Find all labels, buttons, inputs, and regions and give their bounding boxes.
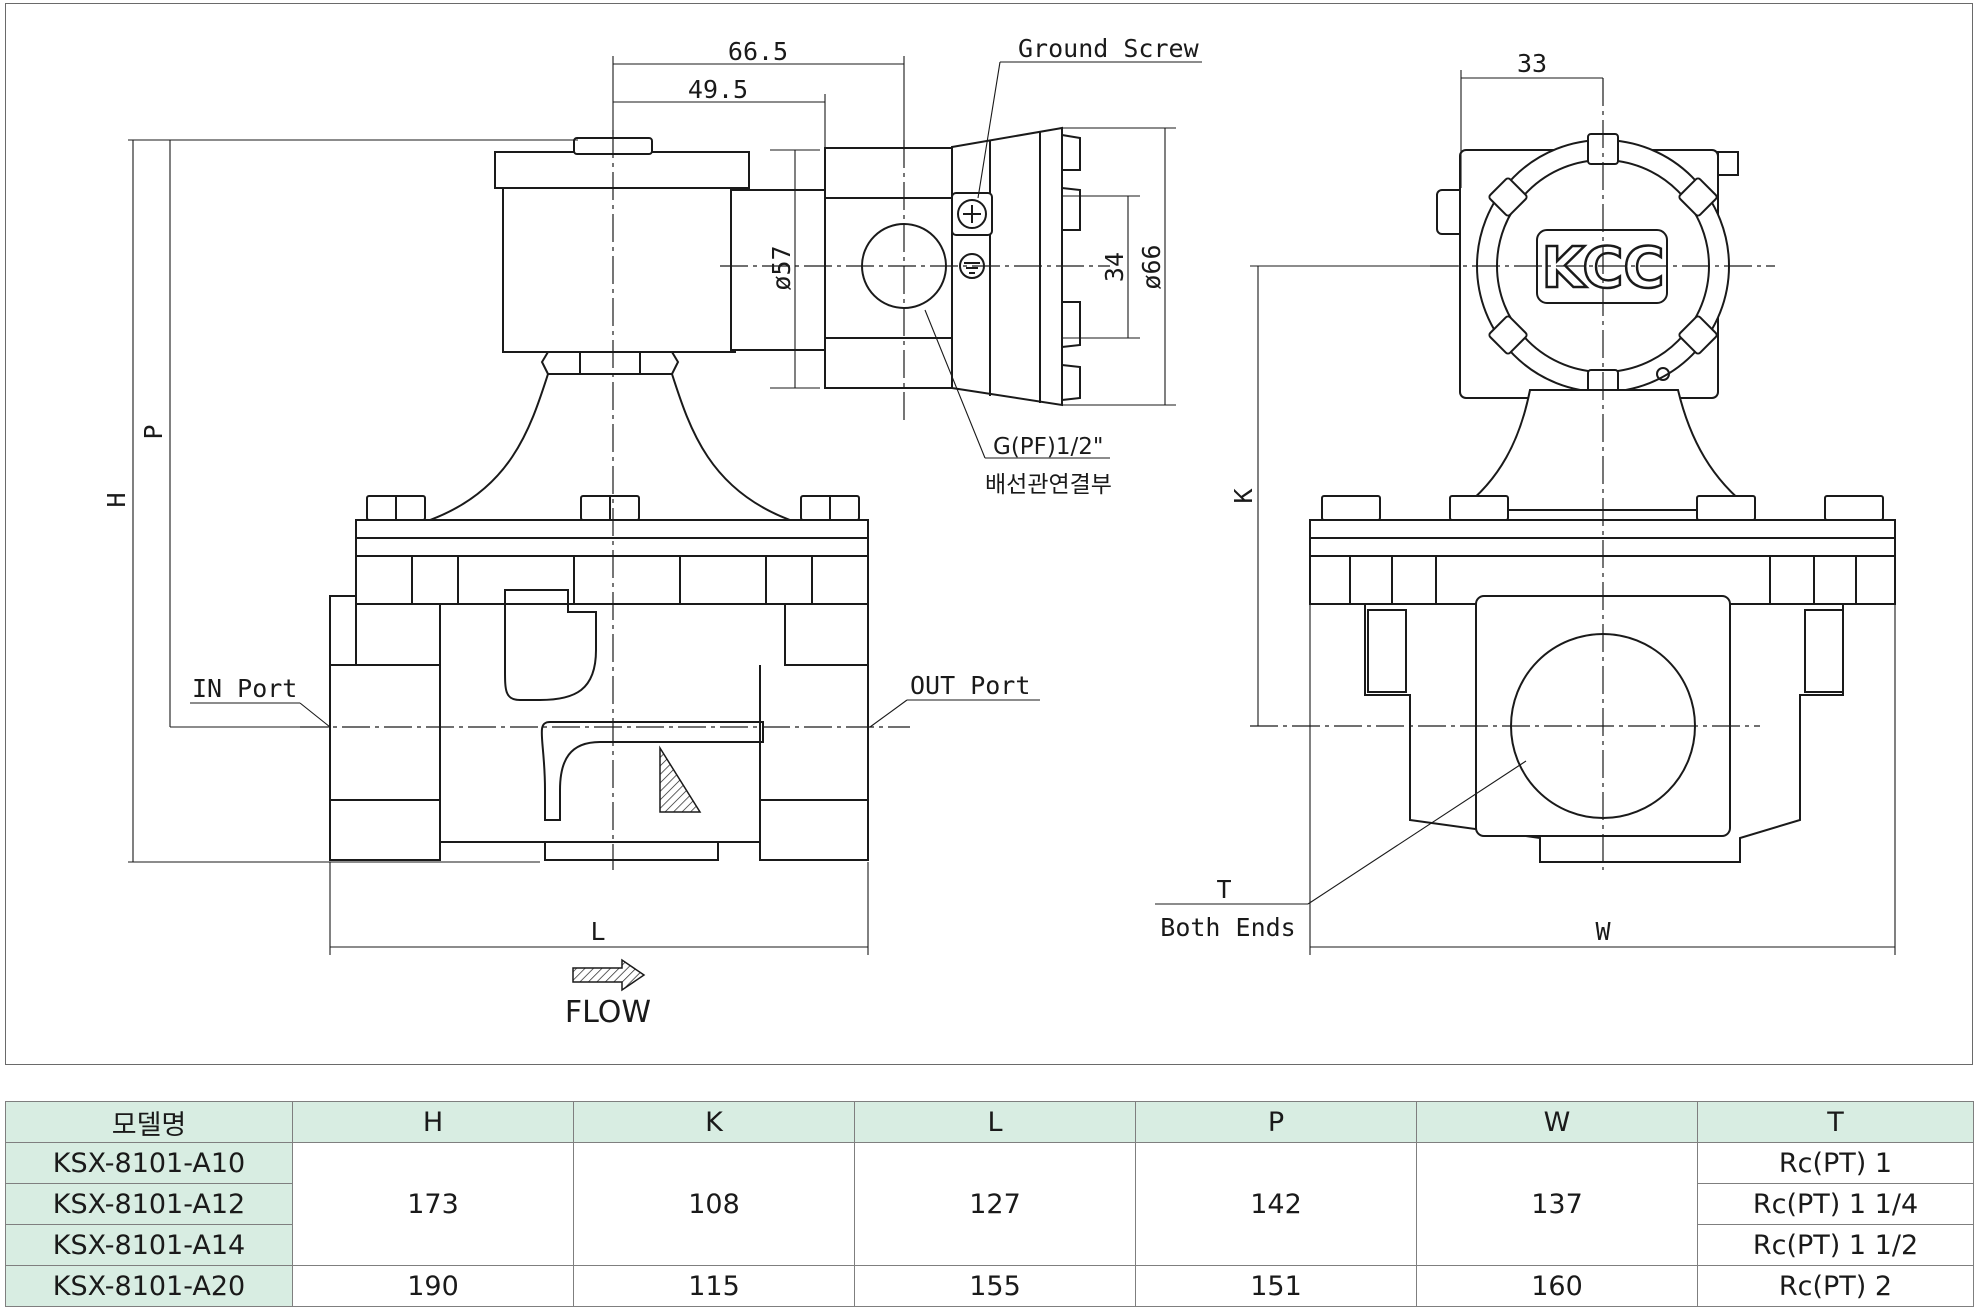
table-row: KSX-8101-A14 Rc(PT) 1 1/2 xyxy=(5,1224,1974,1266)
table-row: KSX-8101-A10 173 108 127 142 137 Rc(PT) … xyxy=(5,1142,1974,1266)
l-cell: 155 xyxy=(854,1265,1136,1307)
dim-k: K xyxy=(1229,488,1258,503)
dim-h: H xyxy=(102,492,131,507)
header-model: 모델명 xyxy=(5,1101,293,1143)
k-cell: 115 xyxy=(573,1265,855,1307)
conduit-note-label: 배선관연결부 xyxy=(985,472,1112,498)
dim-33: 33 xyxy=(1517,49,1547,78)
w-cell: 137 xyxy=(1416,1142,1698,1266)
model-cell: KSX-8101-A10 xyxy=(5,1142,293,1184)
model-cell: KSX-8101-A14 xyxy=(5,1224,293,1266)
dim-p: P xyxy=(139,424,168,439)
front-view xyxy=(329,126,1081,992)
header-w: W xyxy=(1416,1101,1698,1143)
header-h: H xyxy=(292,1101,574,1143)
callouts: Ground Screw G(PF)1/2" 배선관연결부 IN Port OU… xyxy=(190,34,1202,1030)
table-row: KSX-8101-A12 Rc(PT) 1 1/4 xyxy=(5,1183,1974,1225)
side-centerlines xyxy=(1250,78,1775,870)
header-t: T xyxy=(1697,1101,1974,1143)
spec-table: 모델명 H K L P W T KSX-8101-A10 173 108 127… xyxy=(5,1101,1974,1307)
model-cell: KSX-8101-A12 xyxy=(5,1183,293,1225)
dim-phi-57: ø57 xyxy=(767,245,796,290)
model-cell: KSX-8101-A20 xyxy=(5,1265,293,1307)
dimensions: 66.5 49.5 ø57 34 ø66 33 H P xyxy=(102,37,1896,955)
table-row: KSX-8101-A20 190 115 155 151 160 Rc(PT) … xyxy=(5,1265,1974,1307)
dim-phi-66: ø66 xyxy=(1137,244,1166,289)
out-port-label: OUT Port xyxy=(910,671,1030,700)
dim-49-5: 49.5 xyxy=(688,75,748,104)
flow-arrow-icon xyxy=(572,958,646,992)
flow-label: FLOW xyxy=(565,995,651,1030)
h-cell: 173 xyxy=(292,1142,574,1266)
front-centerlines xyxy=(300,130,1110,870)
drawing-frame xyxy=(5,3,1973,1065)
ground-screw-label: Ground Screw xyxy=(1018,34,1200,63)
dim-w: W xyxy=(1595,917,1611,946)
conduit-thread-label: G(PF)1/2" xyxy=(993,434,1103,460)
header-l: L xyxy=(854,1101,1136,1143)
in-port-label: IN Port xyxy=(192,674,297,703)
l-cell: 127 xyxy=(854,1142,1136,1266)
dim-l: L xyxy=(590,917,605,946)
table-header-row: 모델명 H K L P W T xyxy=(5,1101,1974,1143)
both-ends-label: Both Ends xyxy=(1160,913,1295,942)
dim-34: 34 xyxy=(1100,252,1129,282)
k-cell: 108 xyxy=(573,1142,855,1266)
p-cell: 142 xyxy=(1135,1142,1417,1266)
t-cell: Rc(PT) 2 xyxy=(1697,1265,1974,1307)
dim-t: T xyxy=(1216,875,1231,904)
t-cell: Rc(PT) 1 xyxy=(1697,1142,1974,1184)
p-cell: 151 xyxy=(1135,1265,1417,1307)
t-cell: Rc(PT) 1 1/4 xyxy=(1697,1183,1974,1225)
h-cell: 190 xyxy=(292,1265,574,1307)
dim-66-5: 66.5 xyxy=(728,37,788,66)
w-cell: 160 xyxy=(1416,1265,1698,1307)
t-cell: Rc(PT) 1 1/2 xyxy=(1697,1224,1974,1266)
header-p: P xyxy=(1135,1101,1417,1143)
header-k: K xyxy=(573,1101,855,1143)
